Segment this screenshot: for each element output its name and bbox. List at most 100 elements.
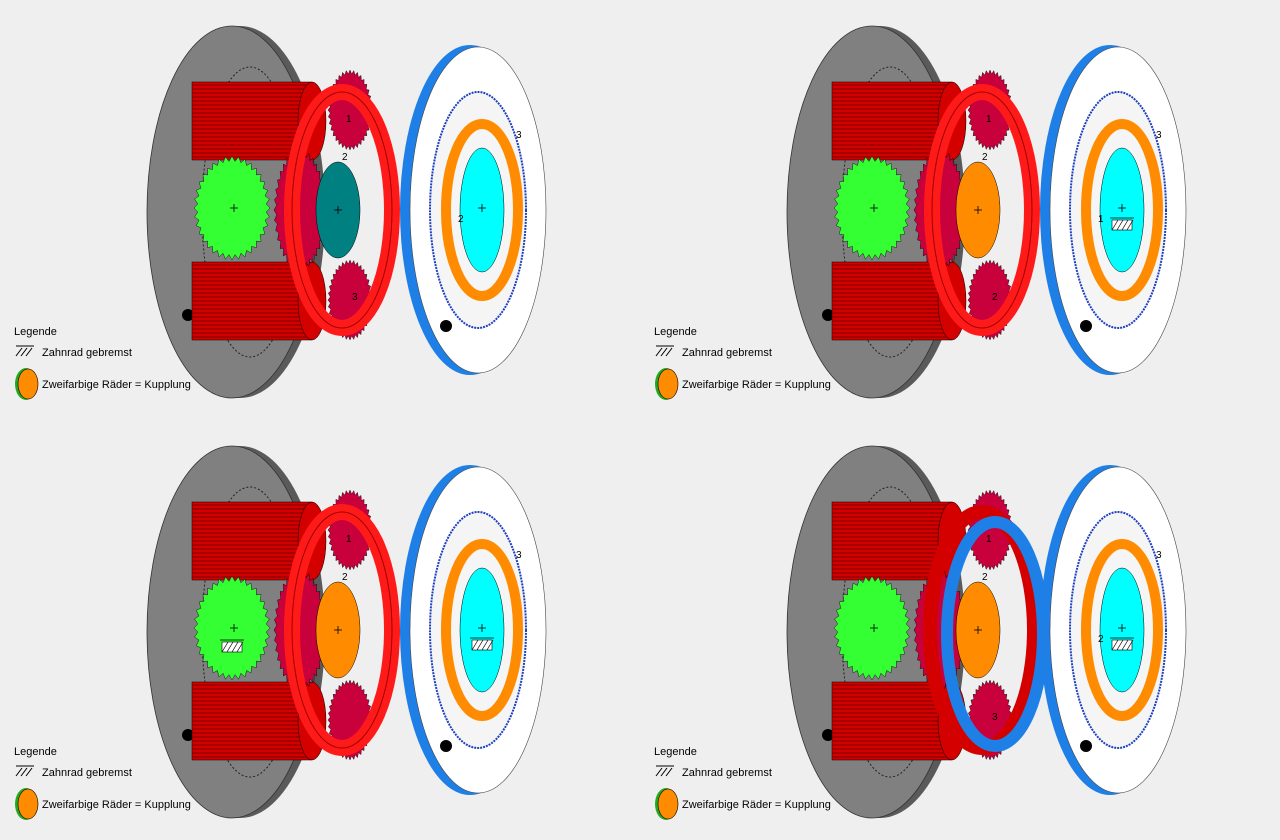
- legend-braked-label: Zahnrad gebremst: [42, 347, 132, 359]
- outer-ring-edge: [291, 511, 393, 749]
- legend-coupling: Zweifarbige Räder = Kupplung: [654, 787, 831, 821]
- gear-number-label: 1: [346, 114, 352, 125]
- legend-braked: Zahnrad gebremst: [654, 765, 772, 783]
- sun-gear-face: [842, 582, 894, 674]
- gear-number-label: 3: [1156, 550, 1162, 561]
- hatch-icon: [15, 765, 34, 777]
- right-brake-hatch-stroke: [1126, 639, 1134, 651]
- right-brake-hatch-stroke: [1111, 219, 1119, 231]
- right-brake-hatch-stroke: [1116, 639, 1124, 651]
- output-bolt-hole: [440, 740, 452, 752]
- gear-number-label: 2: [458, 214, 464, 225]
- housing-bolt-hole: [182, 309, 194, 321]
- gearbox-view-4: 1 2 3 2 3 Legende Zahnrad gebremst Zweifarbi…: [640, 420, 1280, 840]
- legend-coupling: Zweifarbige Räder = Kupplung: [14, 787, 191, 821]
- gear-number-label: 2: [982, 152, 988, 163]
- gear-number-label: 2: [342, 152, 348, 163]
- right-brake-hatch-stroke: [1121, 639, 1129, 651]
- scene-group: 1 2 3 2 3: [786, 445, 1187, 819]
- gear-number-label: 2: [982, 572, 988, 583]
- hatch-icon: [15, 345, 34, 357]
- legend-braked: Zahnrad gebremst: [14, 345, 132, 363]
- gear-number-label: 2: [342, 572, 348, 583]
- legend-braked-label: Zahnrad gebremst: [42, 767, 132, 779]
- legend-title: Legende: [14, 746, 57, 758]
- legend: Legende Zahnrad gebremst Zweifarbige Räd…: [14, 746, 191, 821]
- two-color-gear-icon: [15, 788, 39, 820]
- legend-braked-label: Zahnrad gebremst: [682, 767, 772, 779]
- sun-gear-face: [842, 162, 894, 254]
- housing-bolt-hole: [822, 309, 834, 321]
- legend-title: Legende: [654, 746, 697, 758]
- legend-coupling-label: Zweifarbige Räder = Kupplung: [682, 379, 831, 391]
- gearbox-view-1: 1 2 3 2 3 Legende Zahnrad gebremst Zweifarbi…: [0, 0, 640, 420]
- legend-title: Legende: [654, 326, 697, 338]
- output-bolt-hole: [440, 320, 452, 332]
- gear-number-label: 1: [346, 534, 352, 545]
- right-orange-ring: [1081, 539, 1163, 721]
- scene-group: 1 2 3: [146, 445, 547, 819]
- legend: Legende Zahnrad gebremst Zweifarbige Räd…: [654, 746, 831, 821]
- right-brake-hatch-stroke: [1121, 219, 1129, 231]
- outer-ring-edge: [931, 91, 1033, 329]
- legend-coupling: Zweifarbige Räder = Kupplung: [14, 367, 191, 401]
- legend-coupling-label: Zweifarbige Räder = Kupplung: [42, 799, 191, 811]
- two-color-gear-icon: [15, 368, 39, 400]
- gear-number-label: 1: [986, 114, 992, 125]
- gear-number-label: 3: [352, 292, 358, 303]
- legend-braked-label: Zahnrad gebremst: [682, 347, 772, 359]
- scene-group: 1 2 3 1 2: [786, 25, 1187, 399]
- gear-number-label: 3: [516, 130, 522, 141]
- gearbox-view-2: 1 2 3 1 2 Legende Zahnrad gebremst Zweifarbi…: [640, 0, 1280, 420]
- gear-number-label: 3: [1156, 130, 1162, 141]
- right-brake-hatch-stroke: [476, 639, 484, 651]
- legend-coupling-label: Zweifarbige Räder = Kupplung: [42, 379, 191, 391]
- output-bolt-hole: [1080, 740, 1092, 752]
- gear-number-label: 2: [1098, 634, 1104, 645]
- right-brake-hatch-stroke: [1116, 219, 1124, 231]
- hatch-icon: [655, 345, 674, 357]
- outer-ring-edge: [291, 91, 393, 329]
- right-orange-ring: [1081, 119, 1163, 301]
- legend-braked: Zahnrad gebremst: [654, 345, 772, 363]
- legend-braked: Zahnrad gebremst: [14, 765, 132, 783]
- output-bolt-hole: [1080, 320, 1092, 332]
- right-brake-hatch: [470, 637, 494, 651]
- right-brake-hatch-stroke: [481, 639, 489, 651]
- gearbox-drawing: 1 2 3 2 3: [146, 25, 547, 399]
- right-brake-hatch: [1110, 217, 1134, 231]
- sun-brake-hatch: [220, 639, 244, 653]
- gear-number-label: 3: [516, 550, 522, 561]
- sun-gear-face: [202, 162, 254, 254]
- gear-number-label: 3: [992, 712, 998, 723]
- right-orange-ring: [441, 539, 523, 721]
- legend-coupling: Zweifarbige Räder = Kupplung: [654, 367, 831, 401]
- right-brake-hatch-stroke: [471, 639, 479, 651]
- sun-gear-face: [202, 582, 254, 674]
- right-brake-hatch: [1110, 637, 1134, 651]
- sun-brake-hatch-stroke: [226, 641, 234, 653]
- right-brake-hatch-stroke: [486, 639, 494, 651]
- sun-brake-hatch-stroke: [231, 641, 239, 653]
- gearbox-drawing: 1 2 3 1 2: [786, 25, 1187, 399]
- gearbox-view-3: 1 2 3 Legende Zahnrad gebremst Zweifarbige…: [0, 420, 640, 840]
- right-brake-hatch-stroke: [1111, 639, 1119, 651]
- legend-coupling-label: Zweifarbige Räder = Kupplung: [682, 799, 831, 811]
- two-color-gear-icon: [655, 788, 679, 820]
- gear-number-label: 1: [1098, 214, 1104, 225]
- sun-brake-hatch-stroke: [236, 641, 244, 653]
- legend: Legende Zahnrad gebremst Zweifarbige Räd…: [14, 326, 191, 401]
- hatch-icon: [655, 765, 674, 777]
- right-orange-ring: [441, 119, 523, 301]
- gearbox-drawing: 1 2 3 2 3: [786, 445, 1187, 819]
- legend-title: Legende: [14, 326, 57, 338]
- right-brake-hatch-stroke: [1126, 219, 1134, 231]
- gearbox-drawing: 1 2 3: [146, 445, 547, 819]
- housing-bolt-hole: [182, 729, 194, 741]
- sun-brake-hatch-stroke: [221, 641, 229, 653]
- gear-number-label: 2: [992, 292, 998, 303]
- scene-group: 1 2 3 2 3: [146, 25, 547, 399]
- gear-number-label: 1: [986, 534, 992, 545]
- legend: Legende Zahnrad gebremst Zweifarbige Räd…: [654, 326, 831, 401]
- housing-bolt-hole: [822, 729, 834, 741]
